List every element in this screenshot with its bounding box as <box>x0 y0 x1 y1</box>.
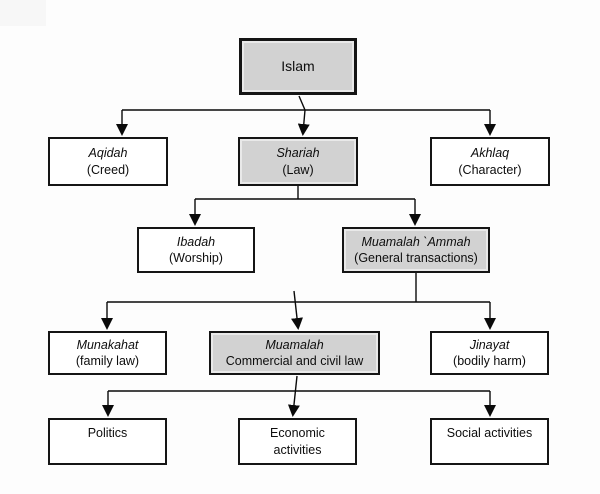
node-label-line1: Economic <box>270 426 325 440</box>
node-label-line1: Shariah <box>276 146 320 160</box>
edges-from-muamalah <box>102 375 496 417</box>
node-economic-activities: Economic activities <box>238 418 357 465</box>
node-islam: Islam <box>239 38 357 95</box>
node-social-activities: Social activities <box>430 418 549 465</box>
node-label-line2: (Creed) <box>86 162 130 177</box>
node-label-line1: Muamalah `Ammah <box>361 234 471 249</box>
node-aqidah: Aqidah (Creed) <box>48 137 168 186</box>
node-akhlaq: Akhlaq (Character) <box>430 137 550 186</box>
node-label-line1: Politics <box>87 426 128 440</box>
scan-artifact <box>0 0 46 26</box>
node-label-line2: (Character) <box>458 162 522 177</box>
edges-from-muamalah-ammah <box>101 273 496 330</box>
edge-islam-shariah <box>297 109 310 136</box>
node-label-line1: Islam <box>281 58 315 75</box>
node-label-line2: (Worship) <box>169 251 223 265</box>
node-label-line1: Social activities <box>446 426 533 440</box>
node-politics: Politics <box>48 418 167 465</box>
node-ibadah: Ibadah (Worship) <box>137 227 255 273</box>
node-muamalah: Muamalah Commercial and civil law <box>209 331 380 375</box>
node-muamalah-ammah: Muamalah `Ammah (General transactions) <box>342 227 490 273</box>
node-jinayat: Jinayat (bodily harm) <box>430 331 549 375</box>
node-label-line1: Akhlaq <box>470 146 510 160</box>
node-shariah: Shariah (Law) <box>238 137 358 186</box>
node-label-line1: Muamalah <box>265 337 324 352</box>
node-label-line1: Munakahat <box>76 337 139 352</box>
node-label-line2: Commercial and civil law <box>225 354 364 368</box>
node-label-line1: Ibadah <box>176 234 216 249</box>
node-label-line2: (General transactions) <box>354 251 478 265</box>
node-label-line2: activities <box>273 442 322 457</box>
edges-from-islam <box>116 95 496 136</box>
node-label-line2: (family law) <box>75 354 140 368</box>
edge-muamalah-economic <box>287 375 300 417</box>
node-label-line1: Aqidah <box>88 146 128 160</box>
node-label-line2: (bodily harm) <box>453 354 526 368</box>
edges-from-shariah <box>189 186 421 226</box>
node-label-line1: Jinayat <box>469 337 510 352</box>
edge-muamalah-ammah-muamalah <box>291 290 303 330</box>
edge-islam-stub <box>298 95 306 111</box>
node-label-line2: (Law) <box>282 162 314 177</box>
node-munakahat: Munakahat (family law) <box>48 331 167 375</box>
